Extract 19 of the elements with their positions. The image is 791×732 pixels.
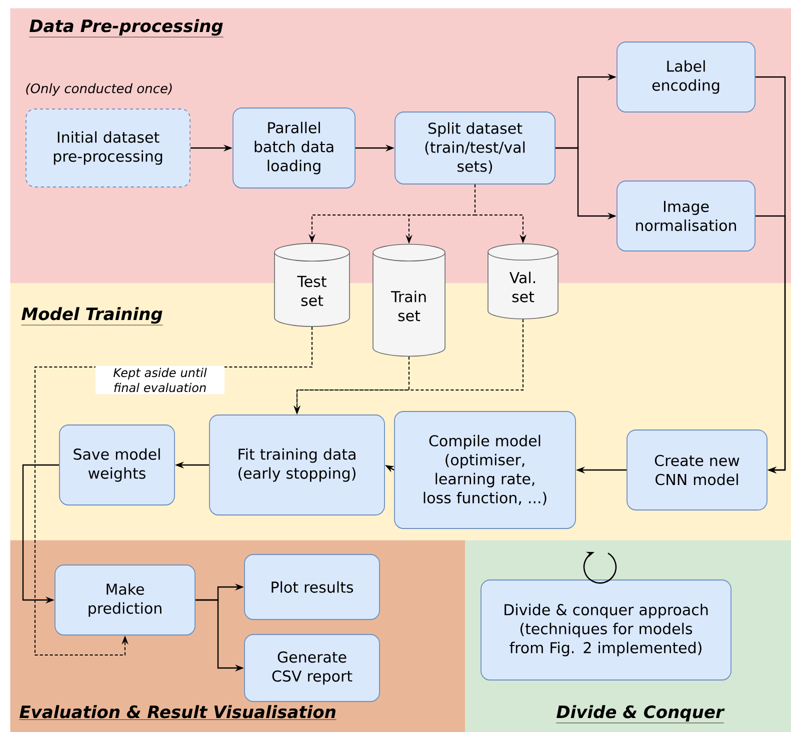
database-cylinder: Test set	[274, 243, 350, 327]
process-box: Image normalisation	[616, 180, 756, 252]
process-box: Split dataset (train/test/val sets)	[394, 112, 556, 184]
process-box: Compile model (optimiser, learning rate, loss function, ...)	[394, 411, 576, 529]
database-cylinder: Val. set	[488, 244, 558, 320]
process-box: Create new CNN model	[626, 430, 768, 510]
process-box: Make prediction	[54, 564, 196, 636]
process-box: Parallel batch data loading	[232, 108, 356, 188]
process-box: Initial dataset pre-processing	[26, 108, 190, 188]
process-box: Fit training data (early stopping)	[209, 414, 385, 516]
connector-arrow	[755, 215, 786, 474]
edge-label: Kept aside until final evaluation	[96, 366, 224, 394]
process-box: Plot results	[244, 554, 380, 620]
process-box: Divide & conquer approach (techniques for models from Fig. 2 implemented)	[480, 580, 732, 680]
side-note: (Only conducted once)	[26, 83, 172, 96]
process-box: Generate CSV report	[244, 634, 380, 702]
database-cylinder: Train set	[372, 244, 446, 357]
process-box: Save model weights	[59, 424, 175, 506]
process-box: Label encoding	[616, 42, 756, 112]
